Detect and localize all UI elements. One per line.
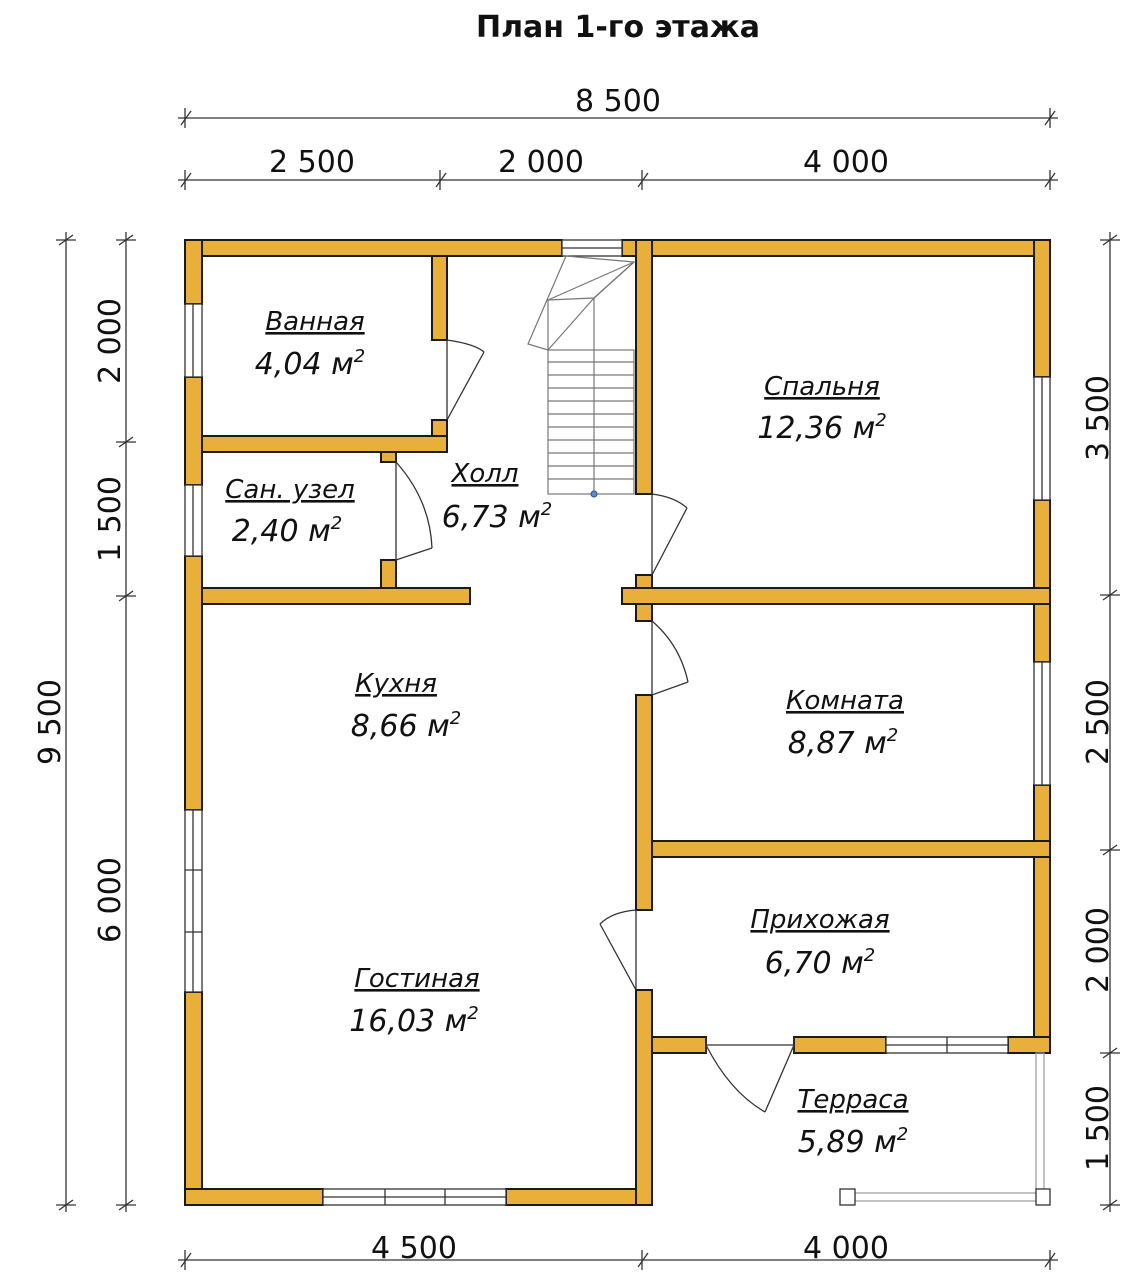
dim-right-part-3: 2 000 [1081, 907, 1116, 993]
left-dimensions: 9 500 2 000 1 500 6 000 [33, 232, 136, 1212]
room-name-bath: Ванная [265, 307, 364, 337]
dim-left-total: 9 500 [33, 679, 68, 765]
terrace-post-left [839, 1188, 856, 1206]
door-terrace [705, 1044, 795, 1113]
room-area-wc: 2,40 м2 [232, 513, 342, 549]
doors [395, 339, 795, 1113]
room-area-hall: 6,73 м2 [442, 499, 552, 535]
room-name-terrace: Терраса [797, 1085, 908, 1115]
top-dimensions: 8 500 2 500 2 000 4 000 [178, 84, 1058, 190]
room-name-hall: Холл [450, 459, 519, 489]
walls [184, 239, 1051, 1206]
room-name-hallway: Прихожая [750, 905, 889, 935]
room-area-hallway: 6,70 м2 [765, 945, 875, 981]
room-area-bedroom: 12,36 м2 [757, 410, 887, 446]
terrace-post-right [1035, 1188, 1051, 1206]
dim-bottom-part-1: 4 500 [371, 1231, 457, 1266]
room-area-kitchen: 8,66 м2 [351, 708, 461, 744]
room-area-room: 8,87 м2 [788, 725, 898, 761]
dim-right-part-4: 1 500 [1081, 1085, 1116, 1171]
dim-top-part-3: 4 000 [803, 145, 889, 180]
room-name-bedroom: Спальня [764, 372, 880, 402]
room-name-room: Комната [786, 686, 904, 716]
bottom-dimensions: 4 500 4 000 [178, 1231, 1058, 1270]
dim-left-part-2: 1 500 [93, 476, 128, 562]
room-labels: Ванная 4,04 м2 Сан. узел 2,40 м2 Холл 6,… [225, 307, 908, 1160]
dim-left-part-3: 6 000 [93, 857, 128, 943]
dim-left-part-1: 2 000 [93, 298, 128, 384]
door-wc [395, 461, 433, 561]
door-hallway [599, 909, 637, 991]
dim-top-total: 8 500 [575, 84, 661, 119]
terrace-railing [839, 1052, 1051, 1206]
door-bedroom [651, 493, 688, 576]
room-name-living: Гостиная [354, 964, 479, 994]
room-area-terrace: 5,89 м2 [798, 1124, 908, 1160]
room-name-kitchen: Кухня [355, 669, 437, 699]
room-area-bath: 4,04 м2 [255, 346, 365, 382]
right-dimensions: 3 500 2 500 2 000 1 500 [1081, 232, 1120, 1212]
staircase [527, 255, 636, 498]
dim-top-part-2: 2 000 [498, 145, 584, 180]
room-name-wc: Сан. узел [225, 475, 354, 505]
plan-title: План 1-го этажа [476, 10, 760, 45]
room-area-living: 16,03 м2 [349, 1003, 479, 1039]
door-bath [446, 339, 485, 421]
door-room [651, 620, 689, 696]
dim-right-part-2: 2 500 [1081, 679, 1116, 765]
dim-top-part-1: 2 500 [269, 145, 355, 180]
dim-right-part-1: 3 500 [1081, 375, 1116, 461]
dim-bottom-part-2: 4 000 [803, 1231, 889, 1266]
windows [184, 239, 1051, 1206]
